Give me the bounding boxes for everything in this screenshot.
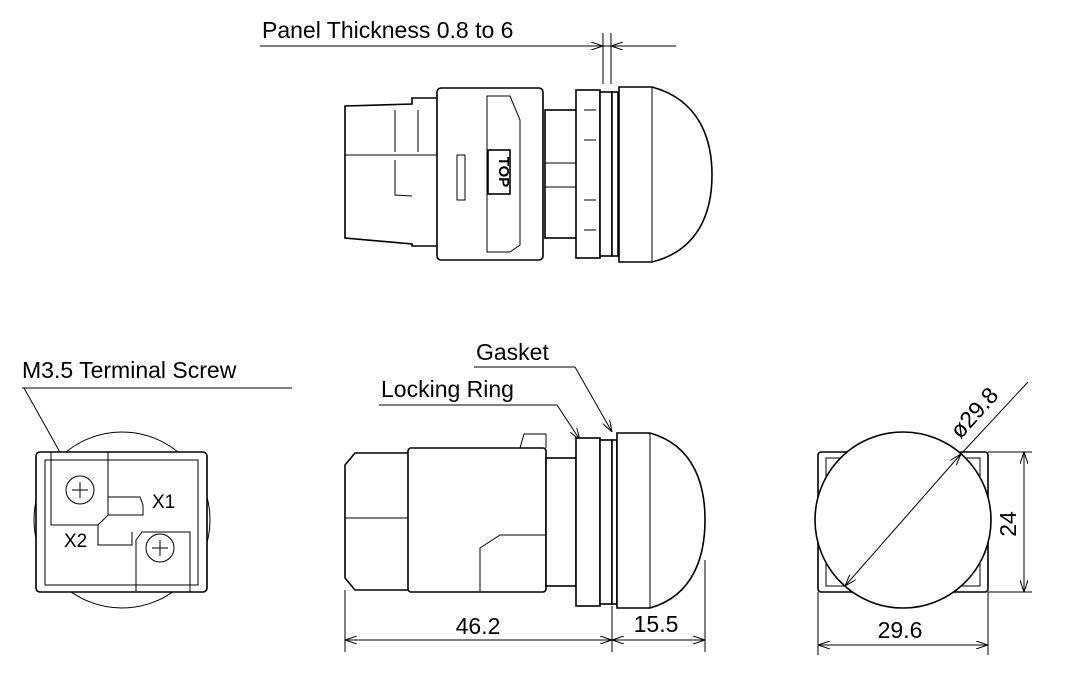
terminal-block (35, 451, 208, 593)
terminal-screw-label: M3.5 Terminal Screw (22, 357, 237, 383)
height-dim: 24 (995, 511, 1021, 537)
panel-thickness-label: Panel Thickness 0.8 to 6 (262, 17, 513, 43)
lens-length-dim: 15.5 (634, 611, 679, 637)
rear-housing (344, 97, 439, 247)
locking-ring-label: Locking Ring (381, 376, 514, 402)
front-view: ø29.8 24 29.6 (814, 381, 1032, 655)
body-length-dim: 46.2 (456, 613, 501, 639)
adapter (544, 109, 578, 239)
gasket (611, 91, 619, 257)
terminal-x1-label: X1 (152, 492, 175, 513)
terminal-x2-label: X2 (64, 531, 87, 552)
locking-ring (575, 89, 601, 259)
top-mark: TOP (495, 157, 512, 188)
screw-x1 (65, 475, 95, 505)
gasket-label: Gasket (476, 339, 549, 365)
side-view: Gasket Locking Ring 46.2 15.5 (344, 339, 706, 652)
screw-x2 (145, 533, 175, 563)
rear-terminal-view: M3.5 Terminal Screw X1 X2 (22, 357, 292, 609)
lens (618, 86, 713, 263)
width-dim: 29.6 (878, 617, 923, 643)
diameter-dim: ø29.8 (945, 382, 1004, 443)
top-side-view: Panel Thickness 0.8 to 6 TOP (260, 17, 713, 263)
